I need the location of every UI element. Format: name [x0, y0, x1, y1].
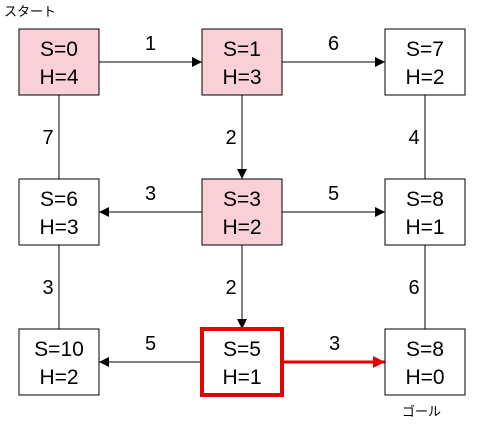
node-s-value-n02: S=7 [406, 38, 444, 61]
node-box-n20 [18, 328, 100, 396]
node-h-value-n21: H=1 [222, 366, 261, 389]
edge-arrowhead-n01-n11 [237, 169, 247, 179]
nodes-layer: S=0H=4S=1H=3S=7H=2S=6H=3S=3H=2S=8H=1S=10… [18, 28, 466, 397]
node-h-value-n20: H=2 [39, 366, 78, 389]
edge-weight-n11-n10: 3 [145, 183, 156, 205]
edges-layer: 1 6 7 2 4 3 5 3 2 6 5 3 [42, 33, 426, 368]
node-n11: S=3H=2 [201, 178, 283, 246]
start-label: スタート [4, 5, 56, 20]
node-h-value-n01: H=3 [222, 66, 261, 89]
node-s-value-n12: S=8 [406, 188, 444, 211]
node-box-n01 [201, 28, 283, 96]
node-h-value-n12: H=1 [405, 216, 444, 239]
node-h-value-n11: H=2 [222, 216, 261, 239]
edge-arrowhead-n01-n02 [375, 57, 385, 67]
node-n10: S=6H=3 [18, 178, 100, 246]
node-n02: S=7H=2 [384, 28, 466, 96]
edge-weight-n01-n02: 6 [328, 33, 339, 55]
goal-label: ゴール [402, 404, 441, 420]
edge-weight-n10-n20: 3 [42, 277, 53, 299]
node-box-n10 [18, 178, 100, 246]
node-s-value-n20: S=10 [34, 338, 84, 361]
node-box-n02 [384, 28, 466, 96]
node-n22: S=8H=0 [384, 328, 466, 396]
edge-arrowhead-n00-n01 [192, 57, 202, 67]
node-h-value-n02: H=2 [405, 66, 444, 89]
edge-weight-n00-n10: 7 [42, 127, 53, 149]
node-s-value-n11: S=3 [223, 188, 261, 211]
edge-arrowhead-n11-n21 [237, 319, 247, 329]
node-n00: S=0H=4 [18, 28, 100, 96]
edge-arrowhead-n11-n12 [375, 207, 385, 217]
node-n01: S=1H=3 [201, 28, 283, 96]
node-box-n21 [200, 327, 284, 397]
node-box-n11 [201, 178, 283, 246]
node-s-value-n10: S=6 [40, 188, 78, 211]
node-h-value-n10: H=3 [39, 216, 78, 239]
edge-weight-n01-n11: 2 [225, 127, 236, 149]
edge-weight-n11-n12: 5 [328, 183, 339, 205]
edge-weight-n00-n01: 1 [145, 33, 156, 55]
node-n21: S=5H=1 [200, 327, 284, 397]
edge-weight-n21-n20: 5 [145, 333, 156, 355]
edge-weight-n02-n12: 4 [408, 127, 419, 149]
edge-weight-n11-n21: 2 [225, 277, 236, 299]
node-h-value-n22: H=0 [405, 366, 444, 389]
node-s-value-n01: S=1 [223, 38, 261, 61]
node-box-n00 [18, 28, 100, 96]
edge-weight-n21-n22: 3 [329, 333, 340, 355]
node-s-value-n21: S=5 [223, 338, 261, 361]
node-h-value-n00: H=4 [39, 66, 78, 89]
node-s-value-n22: S=8 [406, 338, 444, 361]
node-s-value-n00: S=0 [40, 38, 78, 61]
node-n20: S=10H=2 [18, 328, 100, 396]
node-box-n12 [384, 178, 466, 246]
edge-arrowhead-n21-n22 [373, 356, 385, 368]
edge-arrowhead-n11-n10 [99, 207, 109, 217]
node-n12: S=8H=1 [384, 178, 466, 246]
edge-arrowhead-n21-n20 [99, 357, 109, 367]
node-box-n22 [384, 328, 466, 396]
edge-weight-n12-n22: 6 [408, 277, 419, 299]
